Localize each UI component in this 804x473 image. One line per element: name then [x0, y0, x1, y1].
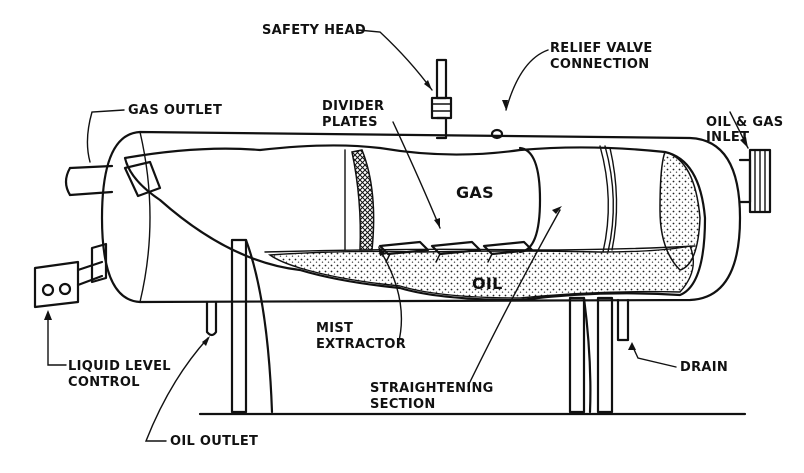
- supports: [230, 238, 614, 414]
- label-gas-outlet: GAS OUTLET: [128, 103, 222, 118]
- label-oil: OIL: [472, 274, 503, 293]
- oil-outlet-pipe: [205, 300, 218, 337]
- label-divider-1: DIVIDER: [322, 99, 384, 114]
- label-straight-1: STRAIGHTENING: [370, 381, 494, 396]
- straightening-section: [518, 145, 618, 254]
- liquid-surface: [264, 245, 696, 253]
- inlet-diverter: [659, 151, 701, 271]
- label-straight-2: SECTION: [370, 397, 436, 412]
- label-inlet-1: OIL & GAS: [706, 115, 783, 130]
- vessel-body: [100, 130, 742, 304]
- inlet-flange: [738, 148, 772, 214]
- label-level-1: LIQUID LEVEL: [68, 359, 171, 374]
- label-mist-2: EXTRACTOR: [316, 337, 406, 352]
- label-safety-head: SAFETY HEAD: [262, 23, 366, 38]
- gas-outlet-pipe: [64, 160, 162, 198]
- label-level-2: CONTROL: [68, 375, 140, 390]
- relief-valve-nub: [490, 128, 504, 140]
- divider-plates: [378, 240, 534, 263]
- drain-pipe: [616, 298, 630, 342]
- mist-extractor: [351, 149, 375, 251]
- leader-lines: [44, 29, 749, 442]
- label-relief-valve-2: CONNECTION: [550, 57, 649, 72]
- liquid-level-control: [33, 242, 108, 309]
- oil-region: [267, 245, 694, 299]
- safety-head: [430, 58, 453, 140]
- label-inlet-2: INLET: [706, 130, 749, 145]
- label-drain: DRAIN: [680, 360, 728, 375]
- label-divider-2: PLATES: [322, 115, 378, 130]
- label-gas: GAS: [456, 183, 494, 202]
- label-mist-1: MIST: [316, 321, 353, 336]
- label-oil-outlet: OIL OUTLET: [170, 434, 258, 449]
- label-relief-valve-1: RELIEF VALVE: [550, 41, 653, 56]
